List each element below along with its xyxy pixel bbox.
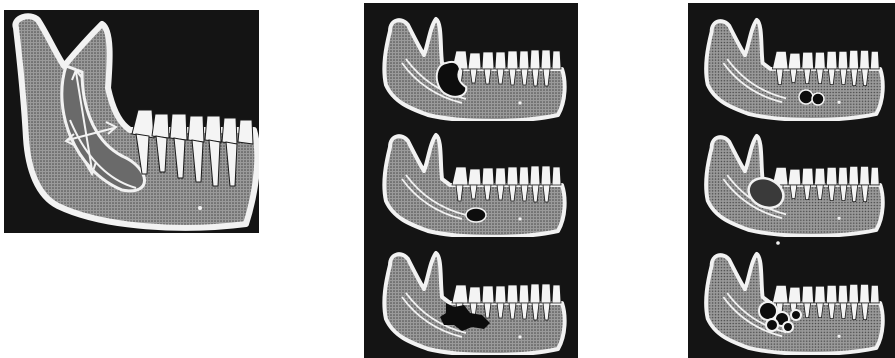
lesion-small-round (466, 208, 486, 222)
middle-column-views (364, 3, 578, 358)
view-2 (384, 135, 564, 237)
view-3 (384, 253, 564, 355)
right-column-views (688, 3, 895, 358)
reference-mandible (4, 10, 259, 233)
view-1 (384, 19, 564, 121)
reference-panel (4, 10, 259, 233)
right-panel (688, 3, 895, 358)
view-5 (706, 136, 883, 245)
lesion-periapical-1 (799, 90, 813, 104)
view-4 (706, 20, 883, 120)
middle-panel (364, 3, 578, 358)
view-6 (706, 254, 883, 354)
lesion-periapical-2 (812, 93, 824, 105)
